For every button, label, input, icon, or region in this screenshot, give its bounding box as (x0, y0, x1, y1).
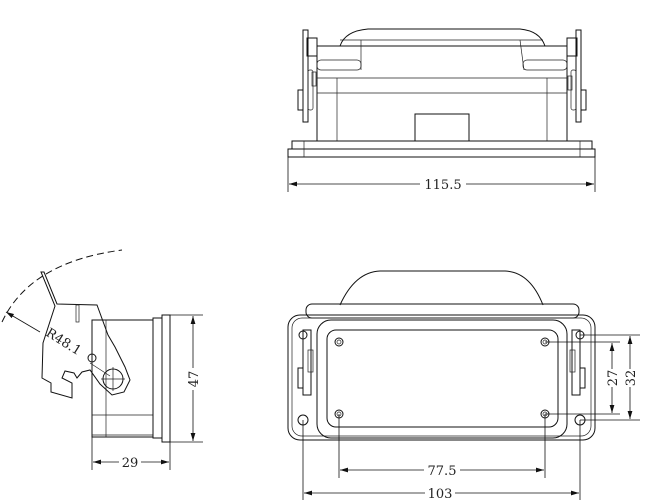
top-base (287, 148, 596, 158)
top-base-step (291, 140, 593, 150)
front-frame (316, 319, 568, 439)
top-right-latch (566, 29, 587, 123)
front-flange (287, 314, 596, 441)
swing-arc (1, 249, 123, 323)
dim-label-width: 115.5 (424, 178, 461, 193)
side-flange (161, 314, 171, 443)
top-view: 115.5 (287, 28, 596, 193)
side-latch (40, 271, 131, 399)
dim-label-overall: 103 (428, 487, 453, 502)
dim-label-depth: 29 (122, 456, 139, 471)
front-handle (339, 270, 544, 306)
front-left-latch (297, 329, 314, 396)
front-view: 77.5 103 27 32 (287, 270, 640, 502)
front-right-latch (569, 329, 586, 396)
top-notch (414, 113, 470, 142)
mounting-holes (297, 330, 586, 426)
dim-label-inner-height: 27 (606, 370, 621, 387)
front-window (326, 329, 559, 428)
dim-label-height: 47 (187, 371, 202, 388)
pivot-pin (87, 353, 97, 363)
top-left-latch (297, 29, 318, 123)
side-view: R48.1 47 29 (1, 249, 203, 471)
dim-label-outer-height: 32 (624, 370, 639, 387)
dim-label-hole-spacing: 77.5 (428, 464, 457, 479)
radius-label: R48.1 (43, 326, 84, 359)
top-handle (339, 28, 546, 47)
radius-leader (5, 311, 41, 333)
